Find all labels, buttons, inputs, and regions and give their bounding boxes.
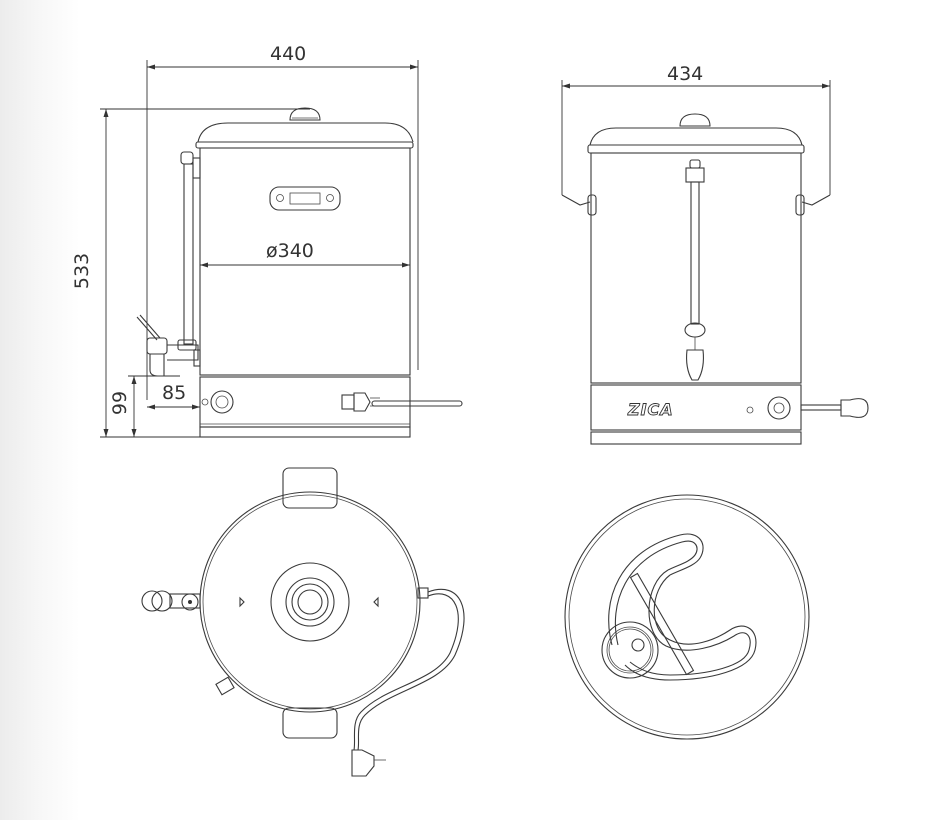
brand-logo: ZICA — [628, 400, 674, 420]
side-view-drawing — [100, 60, 463, 438]
dim-label-width-440: 440 — [270, 43, 307, 65]
side-view: 440 533 ø340 85 99 — [71, 40, 480, 450]
dim-label-diameter-340: ø340 — [266, 240, 314, 262]
top-view — [130, 460, 490, 790]
dim-label-offset-85: 85 — [162, 382, 187, 404]
dim-label-height-99: 99 — [109, 390, 132, 416]
bottom-view — [550, 480, 820, 750]
dim-label-height-533: 533 — [71, 252, 94, 290]
top-view-drawing — [141, 467, 465, 777]
front-view-drawing — [561, 80, 869, 445]
bottom-view-drawing — [564, 494, 810, 740]
front-view: 434 ZICA — [550, 50, 900, 450]
dim-label-width-434: 434 — [667, 63, 704, 85]
